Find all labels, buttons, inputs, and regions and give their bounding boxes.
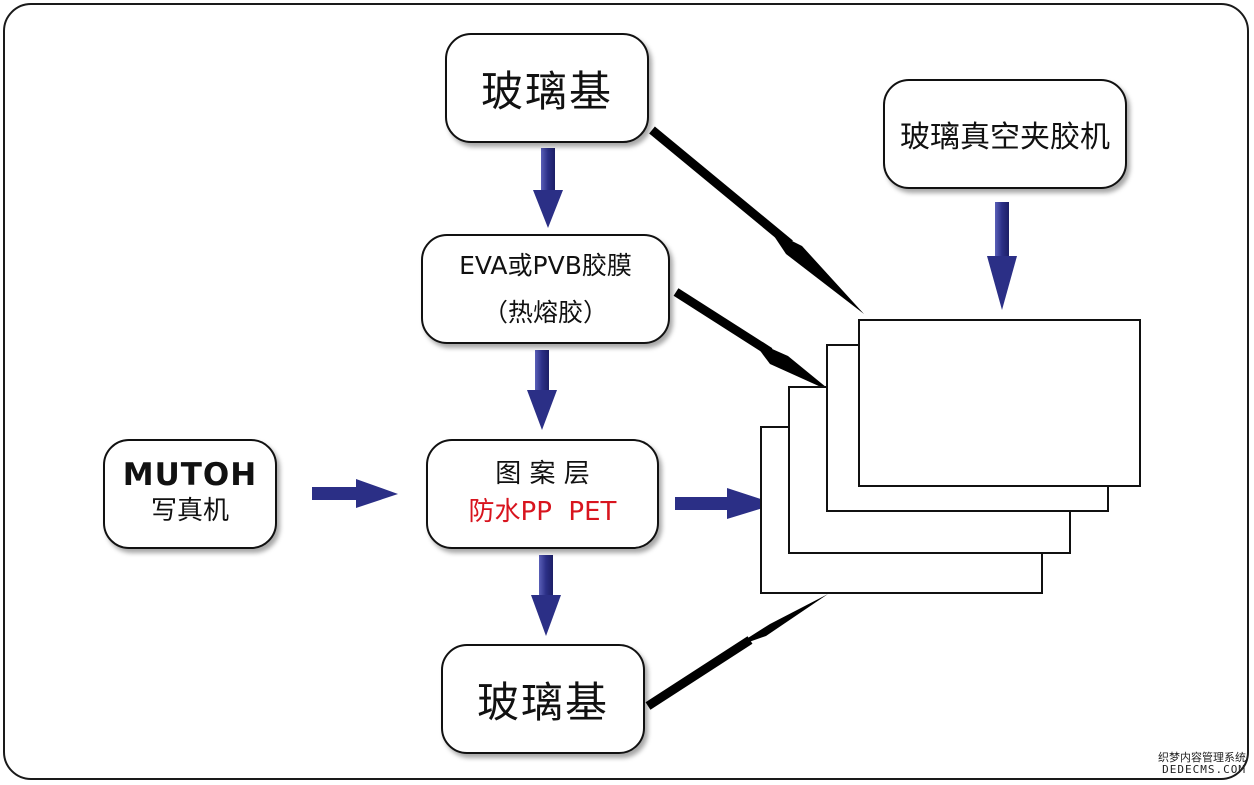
vacuum-machine-label: 玻璃真空夹胶机 (900, 120, 1110, 155)
pattern-layer-label: 图 案 层 (495, 459, 590, 490)
glass-top-label: 玻璃基 (480, 66, 613, 116)
eva-film-label: EVA或PVB胶膜 (459, 250, 632, 280)
flow-arrow-vacuum-to-sheets (987, 202, 1017, 310)
flow-arrow-pattern-to-glass (531, 555, 561, 636)
flow-arrow-eva-to-pattern (527, 350, 557, 430)
watermark-line2: DEDECMS.COM (1162, 763, 1246, 777)
mutoh-brand-label: MUTOH (122, 457, 258, 494)
link-arrow-glass-top (649, 126, 864, 314)
stack-sheet-4 (858, 319, 1141, 487)
link-arrow-glass-bottom (645, 594, 828, 710)
glass-bottom-label: 玻璃基 (476, 677, 609, 727)
glass-top-node: 玻璃基 (445, 33, 649, 143)
pattern-layer-node: 图 案 层 防水PP PET (426, 439, 659, 549)
vacuum-machine-node: 玻璃真空夹胶机 (883, 79, 1127, 189)
watermark-line1: 织梦内容管理系统 (1158, 750, 1246, 764)
glass-bottom-node: 玻璃基 (441, 644, 645, 754)
flow-arrow-glass-to-eva (533, 148, 563, 228)
flow-arrow-mutoh-to-pattern (312, 479, 398, 508)
link-arrow-eva (673, 288, 832, 392)
mutoh-sub-label: 写真机 (150, 496, 229, 527)
mutoh-printer-node: MUTOH 写真机 (103, 439, 277, 549)
flow-arrow-pattern-to-sheets (675, 488, 776, 519)
watermark: 织梦内容管理系统 DEDECMS.COM (1158, 750, 1246, 777)
eva-film-node: EVA或PVB胶膜 （热熔胶） (421, 234, 670, 344)
eva-film-sublabel: （热熔胶） (482, 298, 608, 327)
diagram-frame (3, 3, 1249, 780)
pattern-material-label: 防水PP PET (468, 497, 617, 527)
